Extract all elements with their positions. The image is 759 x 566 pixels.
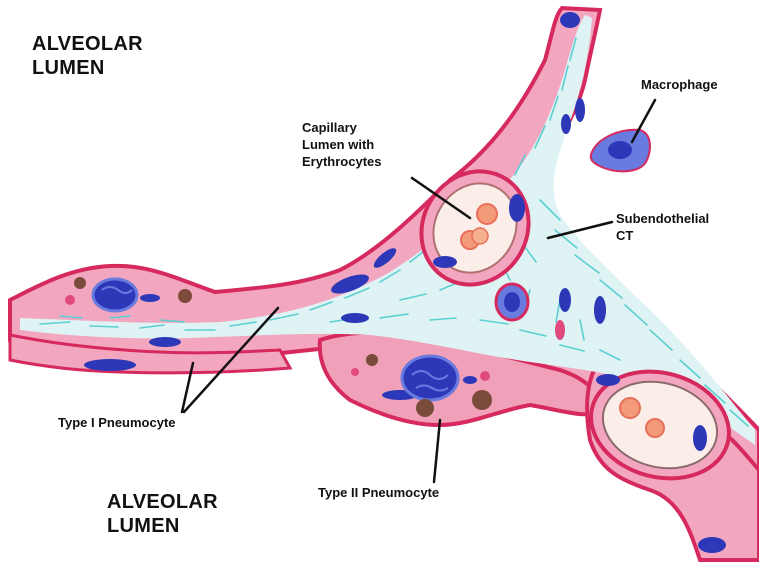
type1-pneumocyte-label: Type I Pneumocyte — [58, 414, 176, 431]
subendothelial-label: Subendothelial CT — [616, 210, 709, 244]
macrophage-label: Macrophage — [641, 76, 718, 93]
macrophage-cell — [591, 130, 650, 172]
interstitial-cell — [496, 284, 528, 320]
type2-pneumocyte-label: Type II Pneumocyte — [318, 484, 439, 501]
type2-pointer — [434, 420, 440, 482]
erythrocyte — [620, 398, 640, 418]
alveolar-lumen-label-top: ALVEOLAR LUMEN — [32, 32, 143, 80]
type2-nucleus — [402, 356, 458, 400]
erythrocyte — [472, 228, 488, 244]
endothelial-nucleus — [509, 194, 525, 222]
erythrocyte — [646, 419, 664, 437]
capillary-label: Capillary Lumen with Erythrocytes — [302, 119, 381, 170]
erythrocyte — [477, 204, 497, 224]
endothelial-nucleus — [433, 256, 457, 268]
endothelial-nucleus — [693, 425, 707, 451]
alveolar-lumen-label-bottom: ALVEOLAR LUMEN — [107, 490, 218, 538]
